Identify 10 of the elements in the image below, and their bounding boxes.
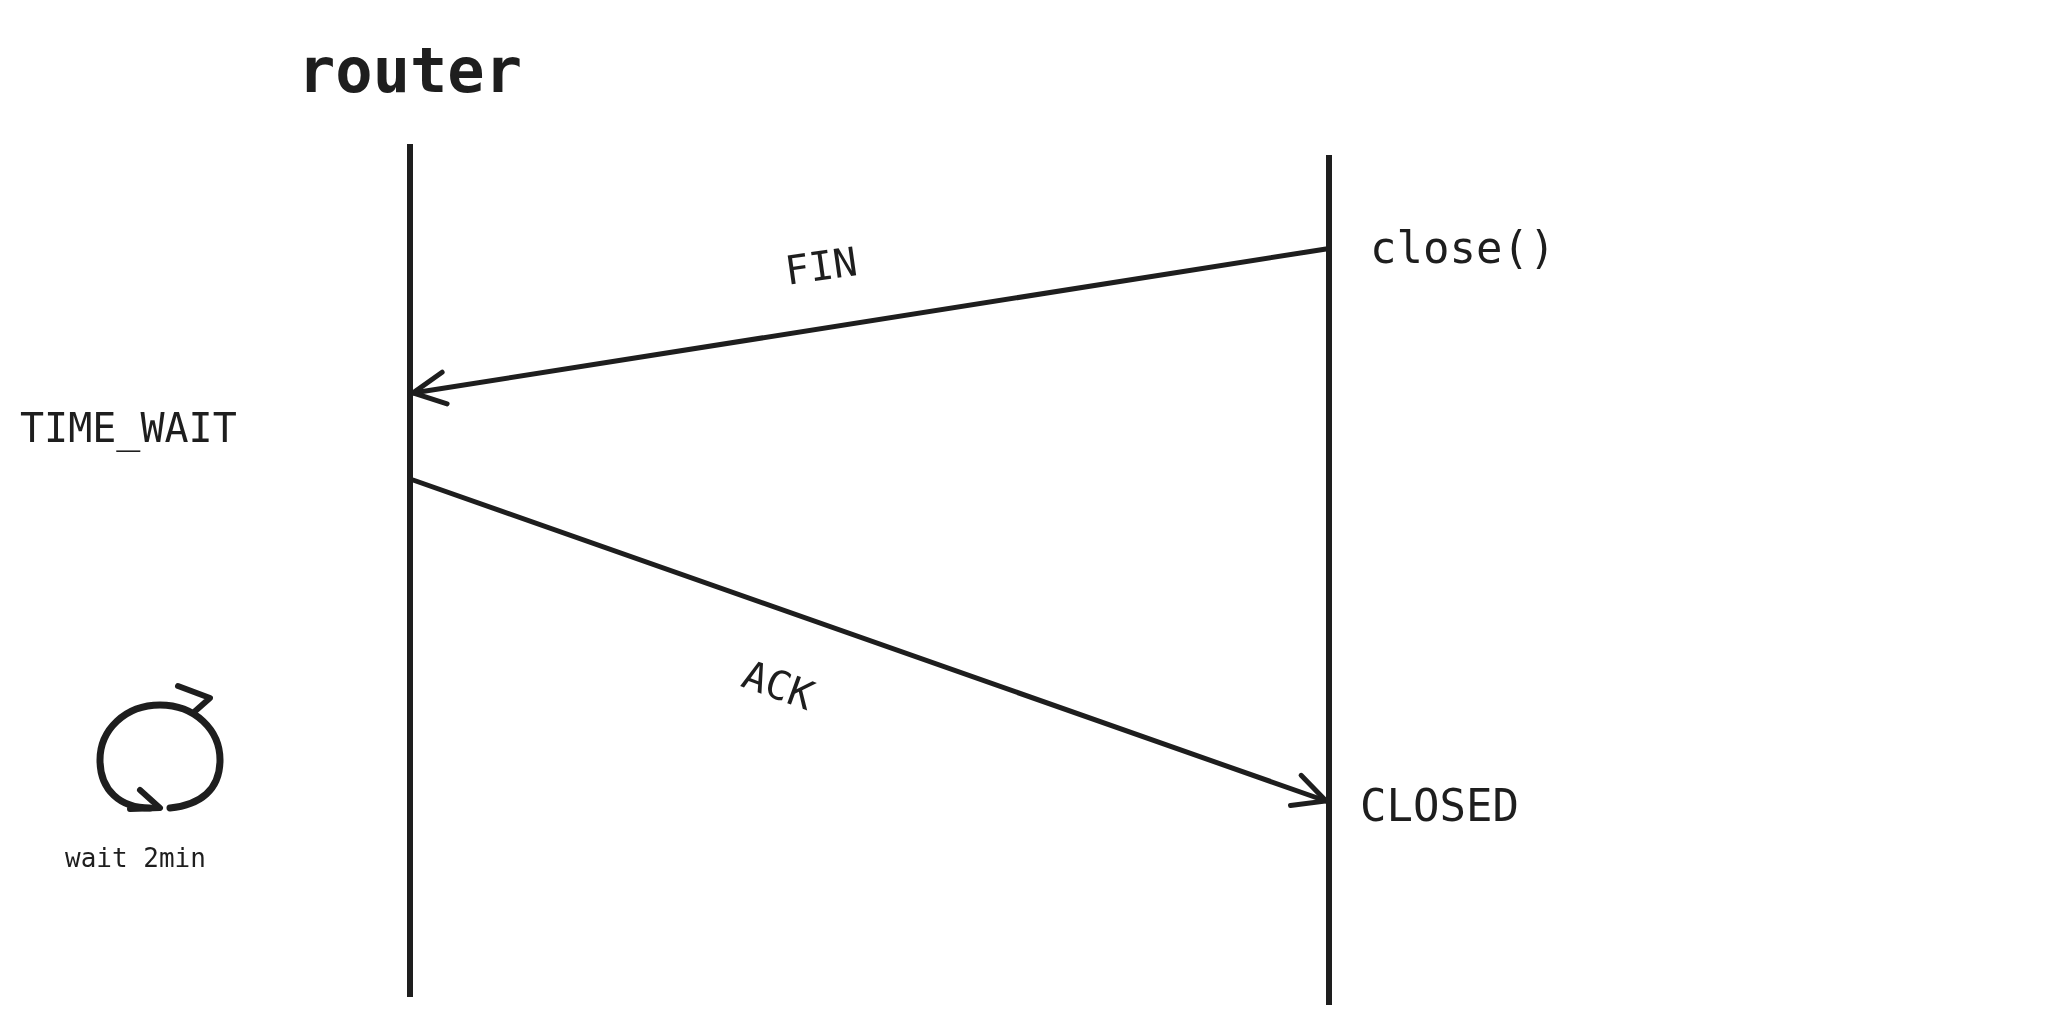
lifeline-title: router [297, 34, 523, 107]
arrow [410, 246, 1329, 407]
state-label: CLOSED [1360, 780, 1519, 831]
arrow [410, 477, 1329, 808]
edge-label: ACK [736, 651, 820, 719]
lifeline [1326, 155, 1332, 1005]
state-label: TIME_WAIT [20, 405, 237, 451]
state-label: close() [1370, 222, 1556, 273]
edge-label: FIN [782, 238, 861, 294]
state-label: wait 2min [65, 843, 206, 873]
